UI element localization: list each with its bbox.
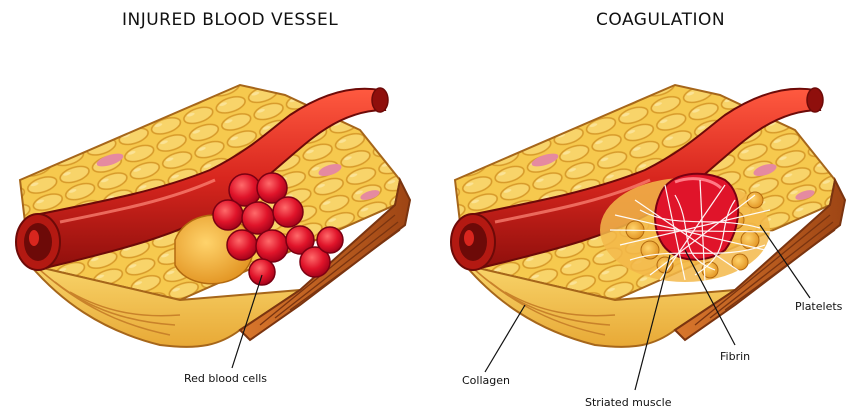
label-platelets: Platelets <box>795 300 842 313</box>
label-red-blood-cells: Red blood cells <box>184 372 267 385</box>
label-fibrin: Fibrin <box>720 350 750 363</box>
left-panel <box>16 85 410 368</box>
label-collagen: Collagen <box>462 374 510 387</box>
label-striated-muscle: Striated muscle <box>585 396 671 409</box>
right-panel <box>451 85 845 390</box>
